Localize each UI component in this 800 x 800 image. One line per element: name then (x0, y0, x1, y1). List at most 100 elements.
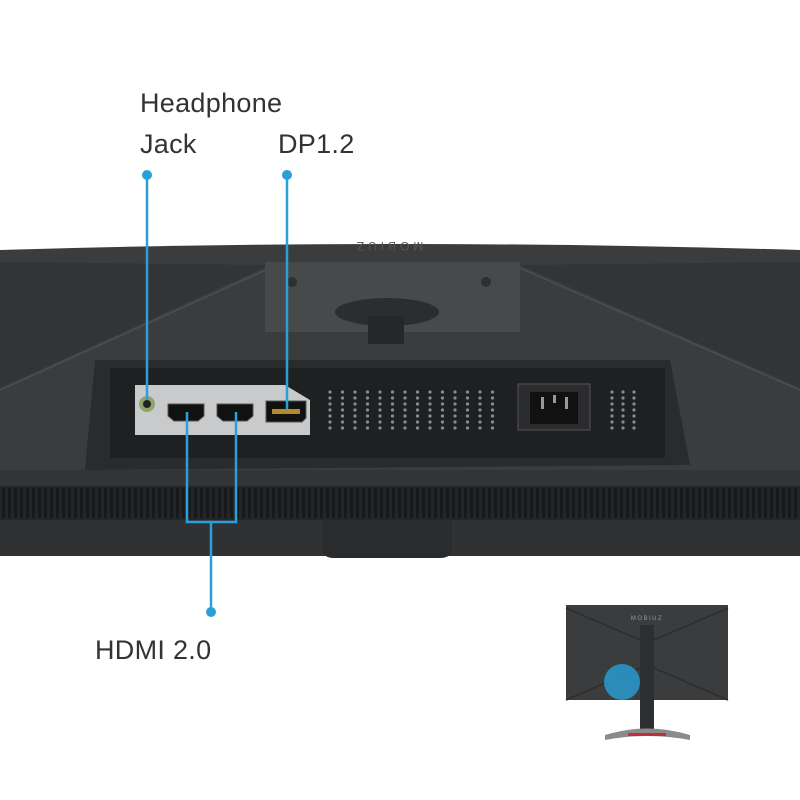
vent-hole (490, 426, 495, 430)
headphone-label-line1: Headphone (140, 88, 283, 118)
vent-hole (610, 402, 614, 406)
slat (722, 488, 725, 518)
slat (632, 488, 635, 518)
vent-hole (390, 402, 395, 406)
vent-hole (378, 396, 382, 400)
slat (32, 488, 35, 518)
slat (140, 488, 143, 518)
slat (656, 488, 659, 518)
slat (548, 488, 551, 518)
vent-hole (378, 414, 382, 418)
slat (200, 488, 203, 518)
slat (398, 488, 401, 518)
slat (2, 488, 5, 518)
vent-hole (428, 420, 432, 424)
slat (356, 488, 359, 518)
vent-hole (621, 414, 625, 418)
monitor-thumbnail: MOBIUZ (565, 605, 729, 740)
vent-hole (440, 402, 445, 406)
slat (170, 488, 173, 518)
stand-neck (322, 520, 452, 558)
vent-hole (390, 420, 395, 424)
slat (98, 488, 101, 518)
slat (308, 488, 311, 518)
slat (560, 488, 563, 518)
slat (80, 488, 83, 518)
slat (110, 488, 113, 518)
vent-hole (390, 408, 395, 412)
port-bay (85, 360, 690, 470)
slat (554, 488, 557, 518)
slat (782, 488, 785, 518)
slat (44, 488, 47, 518)
slat (164, 488, 167, 518)
vent-hole (378, 402, 382, 406)
slat (692, 488, 695, 518)
slat (704, 488, 707, 518)
slat (74, 488, 77, 518)
slat (254, 488, 257, 518)
vent-hole (621, 396, 625, 400)
vent-hole (328, 414, 332, 418)
slat (602, 488, 605, 518)
vent-hole (328, 420, 332, 424)
vent-hole (465, 408, 470, 412)
vent-hole (353, 390, 357, 394)
svg-text:MOBIUZ: MOBIUZ (631, 616, 663, 622)
vent-hole (415, 402, 420, 406)
vent-hole (403, 402, 407, 406)
vent-hole (415, 396, 420, 400)
slat (578, 488, 581, 518)
vent-hole (440, 396, 445, 400)
slat (188, 488, 191, 518)
vent-hole (428, 402, 432, 406)
slat (626, 488, 629, 518)
vent-hole (453, 426, 457, 430)
slat (728, 488, 731, 518)
slat (542, 488, 545, 518)
slat (794, 488, 797, 518)
vent-hole (440, 426, 445, 430)
slat (566, 488, 569, 518)
vent-hole (453, 402, 457, 406)
vent-hole (478, 426, 482, 430)
vent-hole (403, 414, 407, 418)
vent-hole (428, 396, 432, 400)
slat (650, 488, 653, 518)
slat (332, 488, 335, 518)
vent-hole (453, 420, 457, 424)
dp-dot (282, 170, 292, 180)
slat (218, 488, 221, 518)
vent-hole (621, 420, 625, 424)
vent-hole (610, 420, 614, 424)
slat (68, 488, 71, 518)
headphone-label-line2: Jack (140, 129, 197, 159)
slat (122, 488, 125, 518)
vent-hole (632, 414, 636, 418)
slat (716, 488, 719, 518)
vent-hole (440, 408, 445, 412)
headphone-dot (142, 170, 152, 180)
callout-lines (145, 175, 289, 612)
slat (374, 488, 377, 518)
slat (488, 488, 491, 518)
slat (512, 488, 515, 518)
vent-hole (453, 414, 457, 418)
vent-hole (415, 420, 420, 424)
slat (26, 488, 29, 518)
slat (428, 488, 431, 518)
vent-hole (378, 420, 382, 424)
slat (608, 488, 611, 518)
vent-hole (340, 414, 345, 418)
vent-hole (365, 396, 370, 400)
vent-hole (403, 390, 407, 394)
slat (326, 488, 329, 518)
slat (740, 488, 743, 518)
vent-slats (2, 488, 797, 518)
slat (530, 488, 533, 518)
vent-hole (440, 420, 445, 424)
vent-hole (610, 408, 614, 412)
slat (518, 488, 521, 518)
vent-hole (490, 414, 495, 418)
vent-hole (453, 390, 457, 394)
